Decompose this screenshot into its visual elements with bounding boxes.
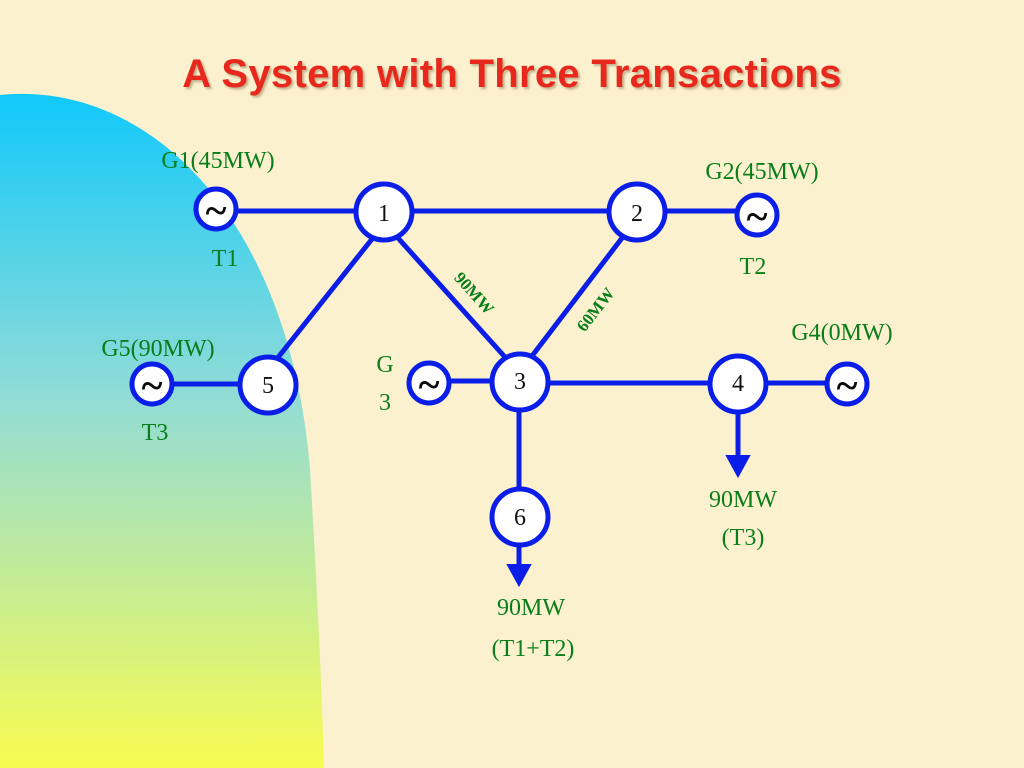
generator-g1: ~ bbox=[193, 186, 239, 233]
g2-transaction-label: T2 bbox=[740, 254, 767, 280]
load-bus4-transaction: (T3) bbox=[722, 525, 765, 551]
decorative-gradient-shape bbox=[0, 93, 324, 768]
bus-circle bbox=[489, 486, 551, 548]
bus-number: 2 bbox=[631, 201, 643, 227]
bus-circle bbox=[707, 353, 769, 415]
load-bus6-transaction: (T1+T2) bbox=[492, 636, 575, 662]
g3-label-line2: 3 bbox=[379, 390, 391, 416]
tilde-glyph: ~ bbox=[142, 363, 163, 408]
generator-g3: ~ bbox=[406, 360, 452, 407]
bus-number: 1 bbox=[378, 201, 390, 227]
tilde-glyph: ~ bbox=[747, 194, 768, 239]
bus-5: 5 bbox=[237, 354, 299, 416]
g4-label: G4(0MW) bbox=[791, 320, 892, 346]
bus-circle bbox=[353, 181, 415, 243]
generator-g5: ~ bbox=[129, 361, 175, 408]
tilde-glyph: ~ bbox=[419, 362, 440, 407]
slide-title: A System with Three Transactions bbox=[182, 52, 842, 96]
g2-label: G2(45MW) bbox=[705, 159, 818, 185]
generator-g4: ~ bbox=[824, 361, 870, 408]
tilde-glyph: ~ bbox=[206, 188, 227, 233]
load-bus4-amount: 90MW bbox=[709, 487, 777, 513]
bus-circle bbox=[237, 354, 299, 416]
sine-source-icon bbox=[193, 186, 239, 232]
bus-1: 1 bbox=[353, 181, 415, 243]
bus-circle bbox=[606, 181, 668, 243]
bus-2: 2 bbox=[606, 181, 668, 243]
bus-number: 5 bbox=[262, 373, 274, 399]
g1-transaction-label: T1 bbox=[212, 246, 239, 272]
g1-label: G1(45MW) bbox=[161, 148, 274, 174]
flow-label-line-1-3: 90MW bbox=[450, 268, 498, 318]
g5-transaction-label: T3 bbox=[142, 420, 169, 446]
load-bus6-amount: 90MW bbox=[497, 595, 565, 621]
line-bus1-bus3 bbox=[395, 235, 507, 359]
down-arrow-icon bbox=[506, 564, 532, 588]
sine-source-icon bbox=[129, 361, 175, 407]
g5-label: G5(90MW) bbox=[101, 336, 214, 362]
bus-circle bbox=[489, 351, 551, 413]
g3-label-line1: G bbox=[376, 352, 393, 378]
bus-4: 4 bbox=[707, 353, 769, 415]
bus-6: 6 bbox=[489, 486, 551, 548]
down-arrow-icon bbox=[725, 455, 751, 479]
bus-number: 4 bbox=[732, 371, 744, 397]
bus-number: 3 bbox=[514, 369, 526, 395]
sine-source-icon bbox=[406, 360, 452, 406]
sine-source-icon bbox=[824, 361, 870, 407]
bus-number: 6 bbox=[514, 505, 526, 531]
sine-source-icon bbox=[734, 192, 780, 238]
line-bus2-bus3 bbox=[529, 235, 625, 359]
bus-3: 3 bbox=[489, 351, 551, 413]
generator-g2: ~ bbox=[734, 192, 780, 239]
line-bus1-bus5 bbox=[273, 236, 375, 363]
tilde-glyph: ~ bbox=[837, 363, 858, 408]
